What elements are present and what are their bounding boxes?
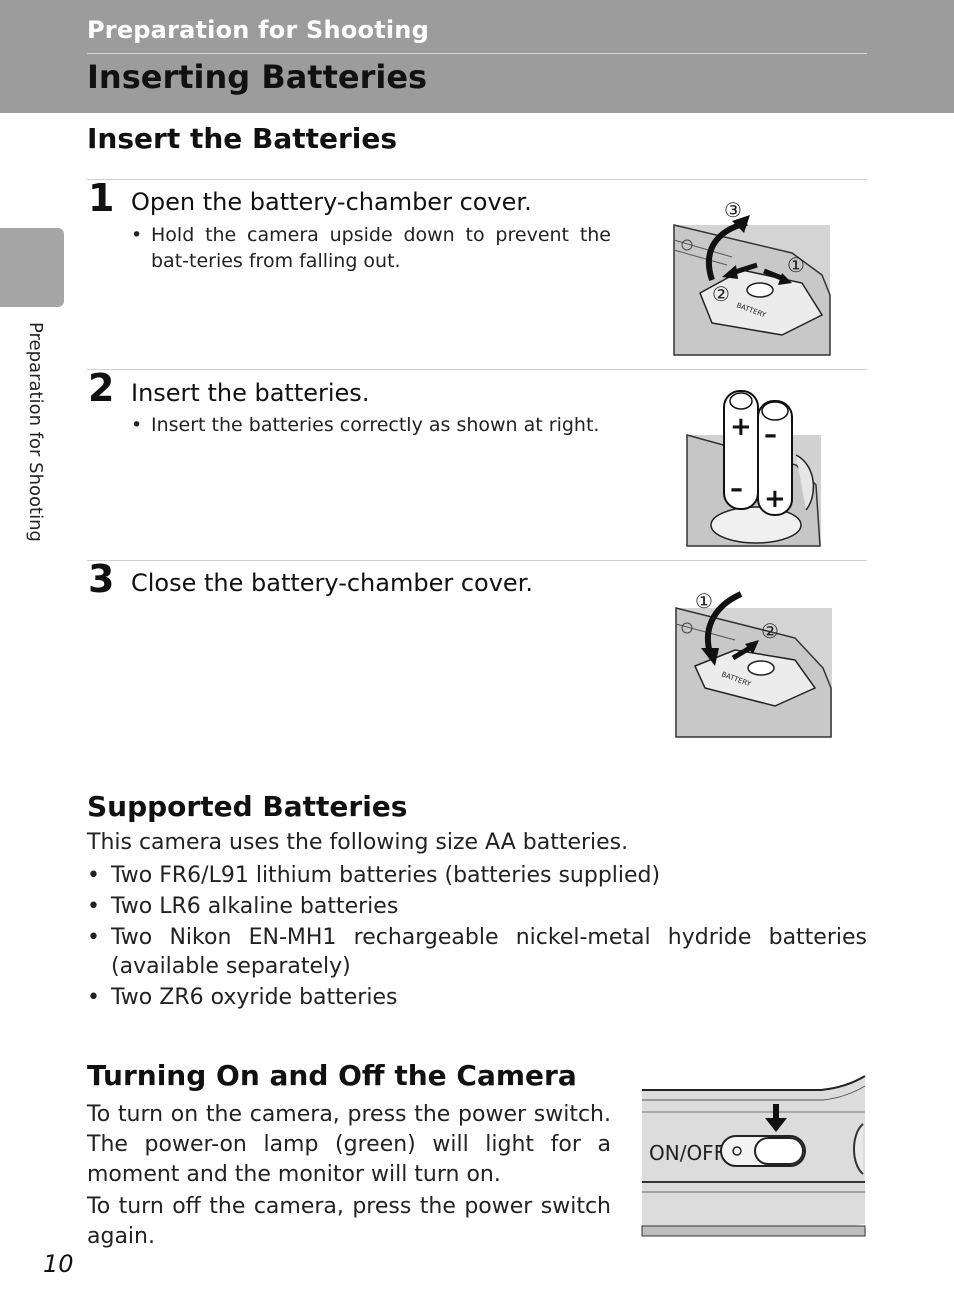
minus-mark: – <box>730 474 743 504</box>
header-divider <box>87 53 867 54</box>
power-heading: Turning On and Off the Camera <box>87 1059 577 1092</box>
close-cover-illustration: BATTERY ① ② <box>675 589 832 738</box>
step-number: 3 <box>88 557 115 601</box>
supported-intro: This camera uses the following size AA b… <box>87 830 629 855</box>
list-item: •Two FR6/L91 lithium batteries (batterie… <box>87 863 661 888</box>
insert-batteries-illustration: + – – + <box>686 390 821 547</box>
step-note: • Hold the camera upside down to prevent… <box>131 224 611 272</box>
chapter-header: Preparation for Shooting Inserting Batte… <box>0 0 954 113</box>
list-item: •Two LR6 alkaline batteries <box>87 894 399 919</box>
step-divider <box>87 560 867 561</box>
step-title: Close the battery-chamber cover. <box>131 569 533 597</box>
section-label: Preparation for Shooting <box>87 16 429 44</box>
chapter-tab <box>0 228 64 307</box>
step-divider <box>87 179 867 180</box>
list-item: •Two Nikon EN-MH1 rechargeable nickel-me… <box>87 925 867 979</box>
page-number: 10 <box>43 1250 74 1278</box>
step-marker: ③ <box>724 198 742 222</box>
bullet-mark: • <box>131 414 143 436</box>
list-item: •Two ZR6 oxyride batteries <box>87 985 398 1010</box>
step-marker: ② <box>761 619 779 643</box>
battery-list: •Two FR6/L91 lithium batteries (batterie… <box>87 861 867 1014</box>
chapter-tab-label: Preparation for Shooting <box>25 322 46 542</box>
power-paragraph: To turn on the camera, press the power s… <box>87 1102 611 1187</box>
step-note: • Insert the batteries correctly as show… <box>131 414 600 436</box>
page-title: Inserting Batteries <box>87 58 428 96</box>
step-number: 1 <box>88 176 115 220</box>
supported-heading: Supported Batteries <box>87 790 408 823</box>
bullet-mark: • <box>131 224 143 246</box>
step-title: Open the battery-chamber cover. <box>131 188 532 216</box>
open-cover-illustration: BATTERY ③ ① ② <box>673 198 831 356</box>
step-marker: ② <box>712 282 730 306</box>
minus-mark: – <box>764 420 777 450</box>
step-marker: ① <box>787 253 805 277</box>
insert-heading: Insert the Batteries <box>87 122 398 155</box>
plus-mark: + <box>764 484 786 514</box>
step-divider <box>87 369 867 370</box>
step-title: Insert the batteries. <box>131 379 370 407</box>
step-number: 2 <box>88 366 115 410</box>
switch-label: ON/OFF <box>649 1141 725 1165</box>
step-marker: ① <box>695 589 713 613</box>
power-switch-illustration: ON/OFF <box>641 1075 866 1237</box>
plus-mark: + <box>730 412 752 442</box>
power-paragraph: To turn off the camera, press the power … <box>87 1194 611 1249</box>
